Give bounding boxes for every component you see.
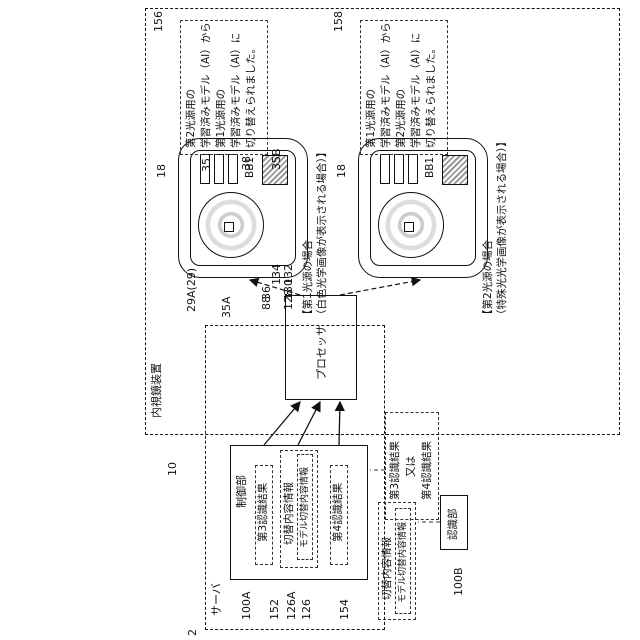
ref-36: 36 <box>260 286 273 300</box>
ref-server-b: 100B <box>452 567 465 596</box>
ref-monitor-b: 18 <box>335 164 348 178</box>
ref-35: 35 <box>200 158 213 172</box>
ref-134: 134 <box>270 264 283 285</box>
ref-endoscope: 10 <box>166 462 179 476</box>
ref-server-a: 100A <box>240 591 253 620</box>
ref-132: 132 <box>282 264 295 285</box>
ref-system: 2 <box>186 629 199 636</box>
ref-29: 29A(29) <box>185 268 198 312</box>
ref-158: 158 <box>332 11 345 32</box>
ref-35a: 35A <box>220 296 233 318</box>
ref-126: 126 <box>300 599 313 620</box>
ref-156: 156 <box>152 11 165 32</box>
ref-154: 154 <box>338 599 351 620</box>
ref-152: 152 <box>268 599 281 620</box>
ref-35b: 35B <box>270 148 283 170</box>
ref-monitor-a: 18 <box>155 164 168 178</box>
ref-38: 38 <box>240 156 253 170</box>
ref-126a: 126A <box>285 591 298 620</box>
